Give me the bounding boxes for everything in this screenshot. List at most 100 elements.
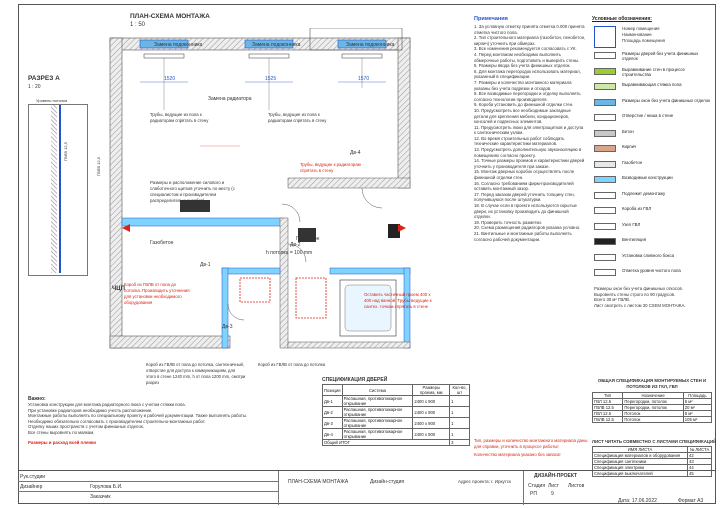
stamp-design-project: ДИЗАЙН-ПРОЕКТ <box>534 473 578 479</box>
note-item: 16. Согласно требованиям фирм-производит… <box>474 180 574 192</box>
legend-extra-line: Размеры окон без учета финишных откосов. <box>594 286 683 291</box>
notes-footer-red-2: Количество материала указано без запаса! <box>474 452 561 457</box>
legend-row: Бетон <box>592 128 712 138</box>
windowsill-label-3: Замена подоконника <box>346 42 395 48</box>
important-block: Важно: Установка конструкции для монтажа… <box>28 396 278 450</box>
box-note: Размеры и расположение силового и слабот… <box>150 180 235 203</box>
note-item: 20. Схема размещения радиаторов указана … <box>474 225 581 231</box>
legend-header-item: Номер помещения <box>622 26 660 31</box>
sheets-header: № ЛИСТА <box>686 446 713 453</box>
section-wall <box>51 105 57 273</box>
table-cell: Дв-3 <box>322 417 343 429</box>
legend-swatch <box>594 114 616 121</box>
table-cell: Дв-1 <box>322 395 343 407</box>
doors-table: Позиция Система Размеры проема, мм Кол-в… <box>321 384 470 446</box>
dim-top-3: 1570 <box>358 76 370 82</box>
important-title: Важно: <box>28 396 46 402</box>
table-cell: 105 м² <box>682 416 713 423</box>
sheets-title: ЛИСТ ЧИТАТЬ СОВМЕСТНО С ЛИСТАМИ СПЕЦИФИК… <box>592 439 717 444</box>
legend-swatch <box>594 191 616 199</box>
stamp-project: Адрес проекта: г. Иркутск <box>458 479 511 484</box>
stamp-studio: Дизайн-студия <box>370 479 405 485</box>
floor-plan <box>109 28 411 349</box>
legend-swatch <box>594 160 616 168</box>
table-cell: 2400 x 900 <box>412 406 451 418</box>
stamp-format: Формат А3 <box>678 498 704 504</box>
important-line: Отделку наших пространств с учетом финиш… <box>28 424 144 430</box>
table-cell: 45 <box>686 470 713 477</box>
legend-row: Газобетон <box>592 159 712 169</box>
drawing-sheet <box>18 4 716 504</box>
legend-row: Установка сливного бокса <box>592 252 712 262</box>
windowsill-label-2: Замена подоконника <box>252 42 301 48</box>
shaft-note-2: Короб из ГВЛВ от пола до потолка <box>258 362 326 367</box>
legend-swatch <box>594 52 616 59</box>
note-item: 1. За условную отметку принята отметка 0… <box>474 24 585 35</box>
doors-header: Размеры проема, мм <box>412 384 451 396</box>
note-item: 2. Тип строительного материала (газобето… <box>474 35 586 46</box>
legend-swatch <box>594 207 616 214</box>
legend-label: Отверстие / ниша в стене <box>622 113 674 118</box>
important-line: Монтажные работы выполнять по специально… <box>28 413 248 419</box>
notes-list: 1. За условную отметку принята отметка 0… <box>474 24 586 242</box>
legend-label: Установка сливного бокса <box>622 252 674 258</box>
dim-top-1: 1520 <box>164 76 176 82</box>
table-cell: 1 <box>449 406 470 418</box>
note-item: 14. Точные размеры проемов и характерист… <box>474 158 585 169</box>
section-frame: ГВЛВ 12,5 <box>28 104 88 276</box>
doors-total-label: Общий ИТОГ <box>321 439 451 446</box>
stamp-role-1: Рук.студии <box>20 474 46 480</box>
note-item: 12. Во время строительных работ соблюдат… <box>474 135 565 147</box>
legend-row: Короба из ГВЛ <box>592 205 712 215</box>
notes-footer-red-1: Тип, размеры и количество монтажного мат… <box>474 438 588 449</box>
table-cell: Дв-4 <box>322 428 343 440</box>
stamp-stage-label: Стадия <box>528 483 546 489</box>
chp-label: ЧЦП <box>112 286 125 292</box>
legend-label: Отметка уровня чистого пола <box>622 268 681 273</box>
legend-label: Размеры окон без учета финишных отделок <box>622 97 710 103</box>
legend-label: Узел ГВЛ <box>622 221 641 227</box>
section-panel <box>59 105 61 273</box>
legend-label: Вентиляция <box>622 237 647 242</box>
doors-total-value: 3 <box>449 439 470 446</box>
legend-row: Размеры окон без учета финишных отделок <box>592 97 712 107</box>
important-line: При установке радиаторов необходимо учес… <box>28 407 153 413</box>
stamp-customer: Заказчик <box>90 494 111 500</box>
legend-swatch <box>594 145 616 152</box>
important-line: Необходимо обязательно согласовать с про… <box>28 418 206 424</box>
notes-title: Примечания <box>474 16 508 22</box>
legend-label: Подлежит демонтажу <box>622 190 666 196</box>
door-tag-3: Дв-3 <box>222 324 233 330</box>
legend-row: Кирпич <box>592 143 712 153</box>
legend-label: Выравнивающая стяжка пола <box>622 82 682 87</box>
legend-label: Кирпич <box>622 144 637 149</box>
section-ceiling-level: Уровень потолка <box>36 98 68 103</box>
plan-scale: 1 : 50 <box>130 22 146 28</box>
stamp-role-2: Дизайнер <box>20 484 43 490</box>
windowsill-label-1: Замена подоконника <box>154 42 203 48</box>
table-cell: Дв-2 <box>322 406 343 418</box>
section-title: РАЗРЕЗ А <box>28 75 60 82</box>
note-item: 9. Короба установить до финишной отделки… <box>474 102 574 108</box>
legend-swatch <box>594 253 616 261</box>
legend-row: Отметка уровня чистого пола <box>592 267 712 277</box>
stamp-sheet-label: Лист <box>548 483 559 489</box>
note-item: 13. Предусмотреть дополнительную звукоиз… <box>474 147 582 158</box>
notes-column: Примечания 1. За условную отметку принят… <box>474 16 586 446</box>
legend-extra-line: Лист смотреть с листом 30 СХЕМ МОНТАЖА. <box>594 302 686 308</box>
stamp-sheet: 9 <box>551 491 554 497</box>
door-tag-2: Дв-2 <box>290 242 301 248</box>
title-block: Рук.студии Дизайнер Горулова Б.И. Заказч… <box>18 470 716 505</box>
table-cell: ГВЛВ 12.5 <box>591 416 624 423</box>
legend-extra-line: Выровнять стены строго по 90 градусов. <box>594 291 676 297</box>
legend-swatch <box>594 67 616 75</box>
legend-swatch <box>594 238 616 245</box>
legend-swatch <box>594 269 616 276</box>
